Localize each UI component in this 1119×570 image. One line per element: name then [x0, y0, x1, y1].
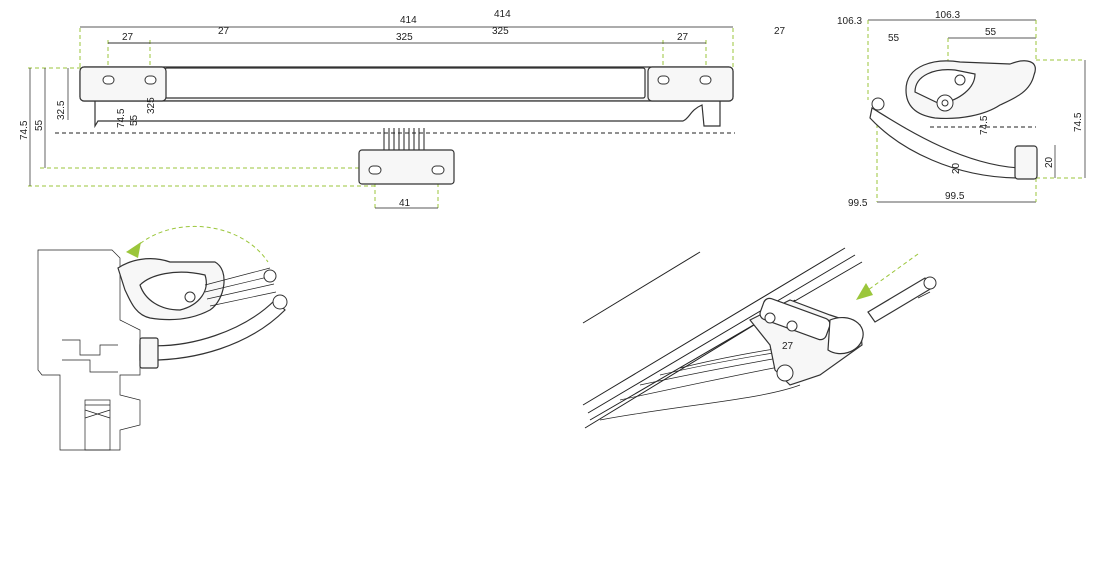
- dim-label: 27: [677, 32, 689, 43]
- dim-label: 27: [782, 341, 794, 352]
- hinge-stack: [383, 128, 425, 150]
- dim-label: 74.5: [116, 108, 127, 128]
- dim-label: 27: [774, 26, 786, 37]
- side-view: 106.3 106.3 55 55 99.5 99.5 74.5 74.5 20…: [837, 10, 1086, 209]
- left-mount-plate: [79, 66, 167, 102]
- mount-hole: [144, 75, 157, 85]
- dim-label: 55: [34, 119, 45, 131]
- dim-label: 55: [888, 33, 900, 44]
- dim-label: 325: [396, 32, 413, 43]
- dim-label: 20: [1044, 156, 1055, 168]
- dim-label: 74.5: [19, 120, 30, 140]
- mount-hole: [102, 75, 115, 85]
- insert-arrow-icon: [856, 283, 873, 300]
- iso-view: 27: [582, 247, 937, 429]
- dim-label: 55: [985, 27, 997, 38]
- rail: [94, 100, 721, 129]
- dim-label: 55: [129, 114, 140, 126]
- dim-label: 27: [122, 32, 134, 43]
- window-frame-profile: [37, 249, 141, 451]
- dim-label: 74.5: [979, 115, 990, 135]
- dim-label: 414: [400, 15, 417, 26]
- mount-hole: [657, 75, 670, 85]
- rotate-arrow-icon: [126, 242, 141, 258]
- bottom-bracket: [358, 149, 455, 185]
- dim-label: 27: [218, 26, 230, 37]
- dim-label: 106.3: [935, 10, 960, 21]
- dim-label: 325: [146, 97, 157, 114]
- dim-label: 32.5: [56, 100, 67, 120]
- mount-hole: [699, 75, 712, 85]
- dim-label: 99.5: [945, 191, 965, 202]
- dim-label: 414: [494, 9, 511, 20]
- dim-label: 20: [951, 162, 962, 174]
- dim-label: 106.3: [837, 16, 862, 27]
- dim-label: 325: [492, 26, 509, 37]
- front-view: 414 414 27 27 325 325 27 27 41 74.5 55 3…: [19, 9, 786, 210]
- right-mount-plate: [647, 66, 734, 102]
- dim-label: 74.5: [1073, 112, 1084, 132]
- dim-label: 99.5: [848, 198, 868, 209]
- arm-end-block: [1014, 145, 1038, 180]
- pin: [867, 277, 933, 323]
- rotation-illustration: [37, 225, 288, 451]
- dim-label: 41: [399, 198, 411, 209]
